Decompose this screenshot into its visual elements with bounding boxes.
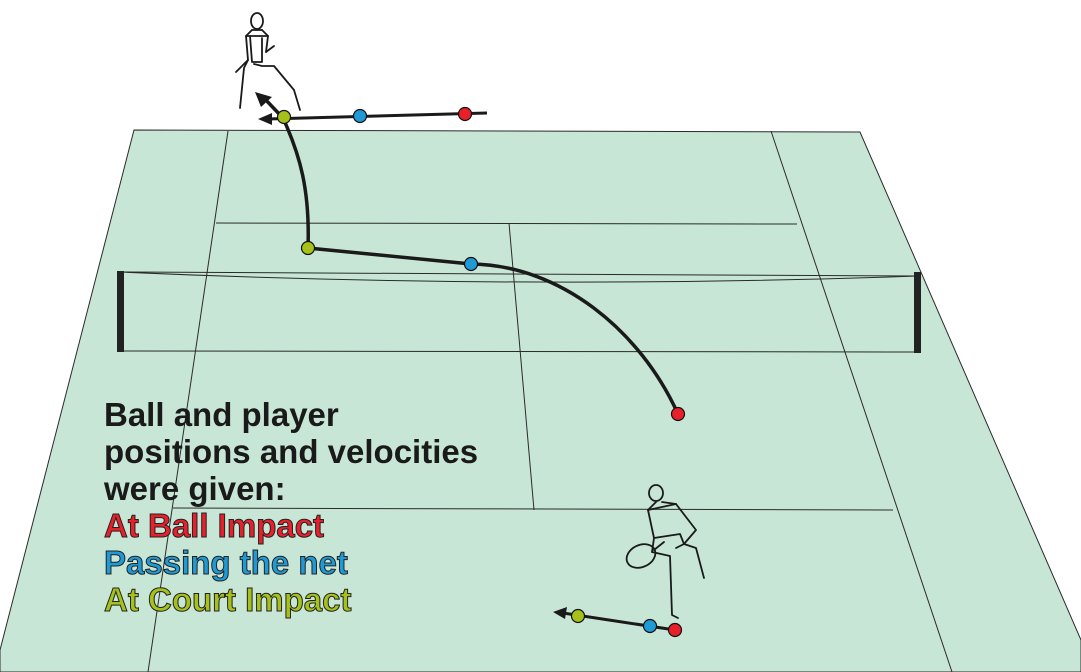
ball-net-marker xyxy=(463,256,479,272)
far-player-path xyxy=(267,111,488,121)
far-player-net-marker xyxy=(352,108,368,124)
net-tape-line xyxy=(119,271,919,277)
ball-impact-marker xyxy=(670,406,686,422)
diagram-caption: Ball and player positions and velocities… xyxy=(103,396,479,619)
right-net-post xyxy=(914,272,921,353)
near-player-net-marker xyxy=(642,618,658,634)
caption-line-3: were given: xyxy=(104,470,286,507)
left-singles-line xyxy=(147,130,229,672)
far-player-arrowhead xyxy=(258,113,272,125)
far-player-court-marker xyxy=(276,109,292,125)
ball-court-marker xyxy=(300,240,316,256)
left-net-post xyxy=(117,271,124,352)
near-service-line xyxy=(172,507,894,511)
legend-ball-impact: At Ball Impact xyxy=(103,507,325,545)
far-player-figure xyxy=(235,12,301,111)
legend-court-impact: At Court Impact xyxy=(103,581,352,619)
far-service-line xyxy=(215,222,798,225)
net-top-curve xyxy=(119,271,919,283)
trajectory-arrowhead xyxy=(255,92,272,107)
caption-line-1: Ball and player xyxy=(104,396,339,433)
court-surface xyxy=(0,129,1081,672)
legend-passing-net: Passing the net xyxy=(103,544,348,582)
near-player-court-marker xyxy=(570,608,586,624)
caption-line-2: positions and velocities xyxy=(104,433,479,470)
near-player-impact-marker xyxy=(667,622,683,638)
right-singles-line xyxy=(770,130,953,672)
far-player-impact-marker xyxy=(457,106,473,122)
net-base-line xyxy=(119,350,919,353)
near-player-figure xyxy=(625,484,705,619)
ball-trajectory xyxy=(262,96,680,415)
near-player-arrowhead xyxy=(553,607,567,619)
